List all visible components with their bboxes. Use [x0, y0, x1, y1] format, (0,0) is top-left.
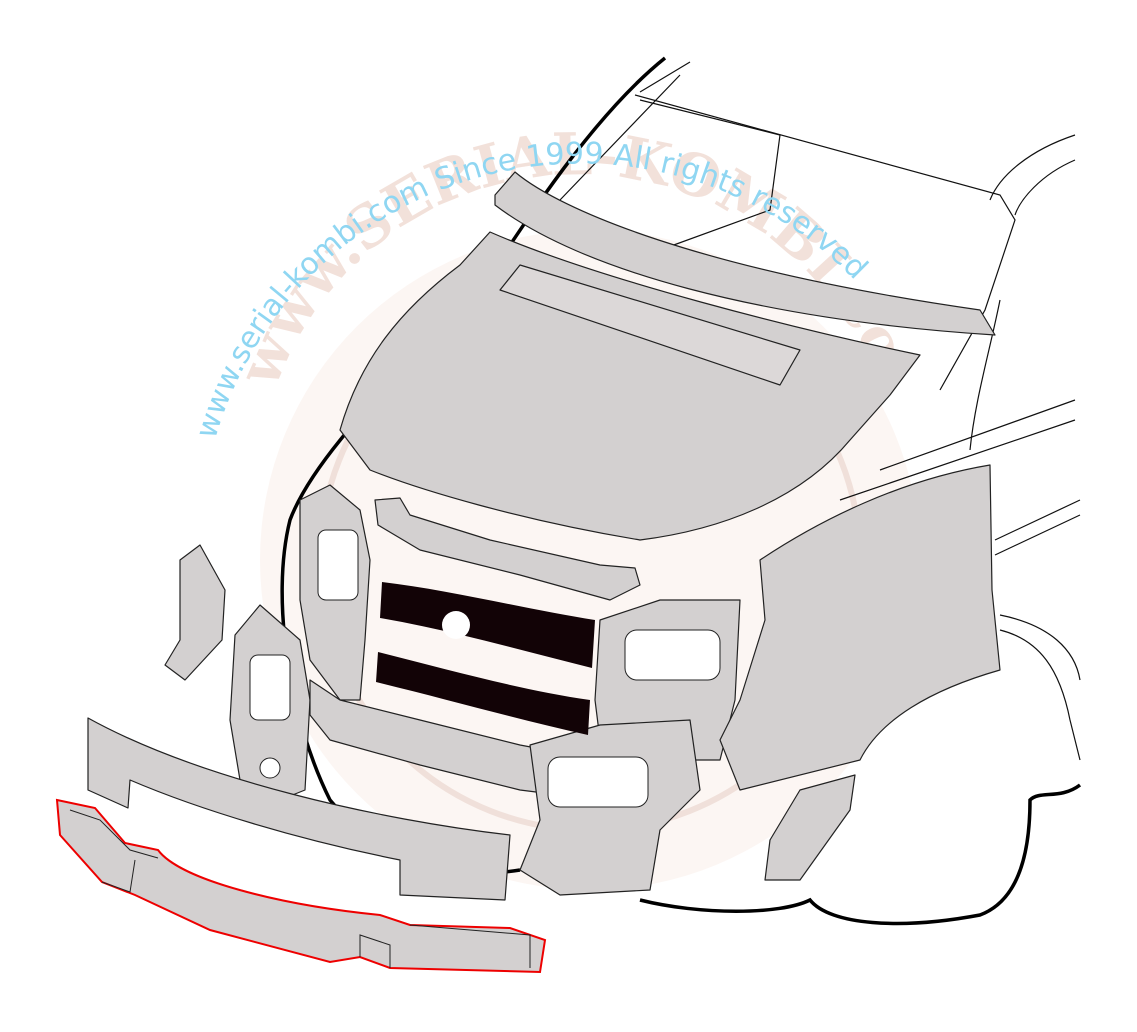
side-bracket-left: [164, 544, 226, 681]
windshield-cowl: [494, 171, 996, 336]
headlamp-opening-left: [317, 529, 359, 601]
hood-panel-inner: [499, 264, 801, 386]
hood: [339, 231, 921, 541]
radiator-support-upper: [374, 497, 641, 601]
bumper-reinforcement-highlighted[interactable]: [55, 798, 547, 974]
fog-hole-left: [259, 757, 281, 779]
grille-upper: [380, 582, 595, 668]
emblem-hole: [442, 611, 470, 639]
parts: [87, 171, 1001, 901]
lamp-opening-left: [249, 654, 291, 721]
side-bracket-right: [764, 774, 856, 881]
bumper-absorber: [87, 717, 511, 901]
grille-lower: [376, 652, 590, 735]
fender-right: [719, 464, 1001, 791]
headlamp-opening-right: [624, 629, 721, 681]
headlamp-opening-lower: [547, 756, 649, 808]
